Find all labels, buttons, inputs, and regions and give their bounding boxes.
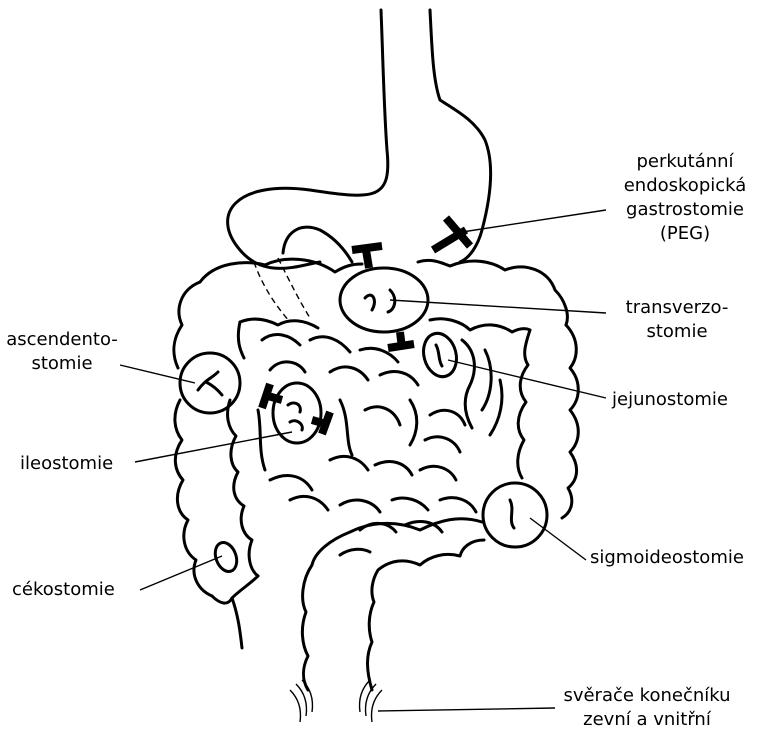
label-peg-line4: (PEG): [620, 222, 750, 246]
label-transverzostomie-line1: transverzo-: [612, 296, 742, 320]
peg-tube-marker: [433, 218, 470, 250]
label-sigmoideostomie: sigmoideostomie: [590, 546, 744, 570]
label-cekostomie: cékostomie: [12, 578, 115, 602]
jejunostomie-stoma: [419, 330, 461, 381]
colon: [174, 259, 578, 690]
transverzostomie-stoma: [340, 268, 428, 332]
label-sveraci-line2: zevní a vnitřní: [552, 708, 742, 732]
label-peg-line1: perkutánní: [620, 150, 750, 174]
label-peg-line2: endoskopická: [620, 174, 750, 198]
label-transverzostomie-line2: stomie: [612, 320, 742, 344]
cekostomie-stoma: [211, 539, 240, 574]
label-jejunostomie: jejunostomie: [612, 388, 728, 412]
label-ascendentostomie-line2: stomie: [2, 352, 122, 376]
anal-sphincters: [290, 680, 382, 722]
label-sveraci: svěrače konečníku zevní a vnitřní: [552, 684, 742, 732]
label-peg-line3: gastrostomie: [620, 198, 750, 222]
label-ascendentostomie: ascendento- stomie: [2, 328, 122, 376]
ascendentostomie-stoma: [180, 353, 240, 413]
label-transverzostomie: transverzo- stomie: [612, 296, 742, 344]
label-peg: perkutánní endoskopická gastrostomie (PE…: [620, 150, 750, 246]
sigmoideostomie-stoma: [483, 483, 547, 547]
label-sveraci-line1: svěrače konečníku: [552, 684, 742, 708]
label-ileostomie: ileostomie: [20, 452, 113, 476]
label-ascendentostomie-line1: ascendento-: [2, 328, 122, 352]
